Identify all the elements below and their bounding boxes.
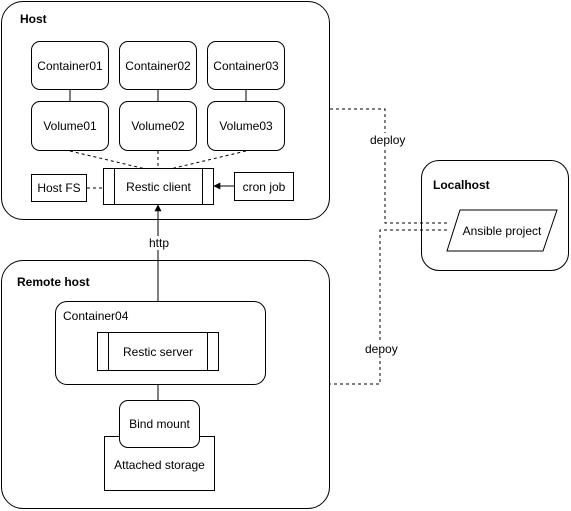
container01-label: Container01 (37, 58, 103, 73)
host-fs-box: Host FS (31, 174, 87, 202)
restic-server-label: Restic server (122, 344, 193, 359)
container03-box: Container03 (207, 41, 285, 90)
edge-label-deploy-remote: depoy (364, 342, 399, 356)
restic-client-box: Restic client (103, 168, 214, 205)
volume03-box: Volume03 (207, 101, 285, 151)
ansible-project-label: Ansible project (462, 223, 542, 238)
volume02-box: Volume02 (119, 101, 197, 151)
attached-storage-label: Attached storage (114, 458, 205, 472)
volume01-label: Volume01 (43, 119, 97, 133)
ansible-project-shape (446, 209, 558, 252)
edge-label-deploy-host: deploy (369, 133, 407, 147)
bind-mount-box: Bind mount (119, 400, 200, 448)
localhost-title: Localhost (433, 178, 490, 192)
container04-label: Container04 (63, 309, 129, 323)
restic-server-box: Restic server (97, 332, 219, 371)
container02-label: Container02 (125, 58, 191, 73)
cron-job-label: cron job (242, 179, 286, 194)
edge-label-http: http (148, 236, 171, 250)
bind-mount-label: Bind mount (129, 417, 190, 431)
restic-client-label: Restic client (126, 179, 191, 194)
host-fs-label: Host FS (37, 181, 81, 195)
cron-job-box: cron job (234, 172, 294, 201)
volume03-label: Volume03 (219, 119, 273, 133)
link-deploy-host (330, 108, 447, 224)
volume02-label: Volume02 (131, 119, 185, 133)
remote-host-title: Remote host (17, 275, 90, 289)
link-volume03-restic (165, 150, 247, 171)
container01-box: Container01 (31, 41, 109, 90)
volume01-box: Volume01 (31, 101, 109, 151)
host-title: Host (20, 12, 47, 26)
link-deploy-remote (330, 229, 447, 385)
container02-box: Container02 (119, 41, 197, 90)
container03-label: Container03 (213, 58, 279, 73)
link-volume01-restic (69, 150, 151, 171)
